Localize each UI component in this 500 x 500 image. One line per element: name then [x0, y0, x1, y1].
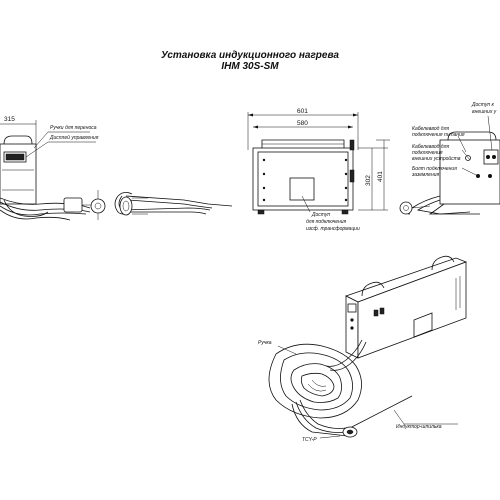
right-rear-view: Кабелеввод для подключения питания Кабел… [399, 102, 500, 215]
front-top-bolt [349, 139, 355, 151]
front-foot-left [257, 209, 265, 215]
label-inductor-iso: Индуктор-шпилька [396, 424, 442, 430]
front-view: 601 580 [247, 108, 390, 232]
label-ext-1: Кабелеввод для [412, 144, 449, 150]
front-side-bolt [349, 169, 355, 183]
rear-cable-end [399, 201, 413, 215]
unit-body-side [0, 143, 37, 205]
inductor-end-left [90, 198, 106, 214]
iso-inductor-coupling-core [346, 429, 354, 435]
label-ext-3: внешних устройств [412, 155, 461, 162]
cable-coil-end [119, 196, 133, 216]
label-access-1: Доступ [311, 212, 330, 218]
front-foot-right [341, 209, 349, 215]
label-ground-1: Болт подключения [412, 166, 457, 172]
label-access-right-1: Доступ к [471, 102, 494, 108]
isometric-view: Ручка Индуктор-шпилька TCY-P [258, 255, 468, 443]
display-screen [5, 153, 25, 161]
iso-connector-1 [373, 309, 379, 317]
drawing-model: IHM 30S-SM [221, 61, 279, 72]
iso-side-face [357, 261, 467, 359]
label-display: Дисплей управления [49, 134, 99, 141]
dim-height-overall: 401 [377, 171, 384, 182]
label-power-2: подключения питания [412, 132, 465, 138]
label-access-3: изсф. трансформации [306, 226, 360, 232]
label-access-2: для подключения [306, 219, 347, 225]
dim-width-body: 580 [297, 120, 308, 127]
label-ground-2: заземления [411, 172, 439, 178]
label-access-right-2: внешних у [472, 109, 497, 115]
dim-height-body: 302 [365, 175, 372, 186]
label-tcu-iso: TCY-P [302, 437, 317, 443]
handle-icon [3, 135, 33, 145]
access-plate [289, 177, 315, 201]
label-power-1: Кабелеввод для [412, 126, 449, 132]
rear-cable-end-inner [403, 205, 409, 211]
cable-coil-inner [122, 200, 130, 212]
dim-left-width: 315 [4, 116, 15, 123]
cable-run-view [114, 192, 233, 216]
unit-body-front [252, 147, 354, 211]
label-handles: Ручки для переноса [50, 125, 97, 131]
inductor-coupling-left [63, 197, 83, 213]
inductor-end-inner-left [94, 202, 102, 210]
label-ext-2: подключения [412, 150, 443, 156]
drawing-title: Установка индукционного нагрева [161, 50, 339, 61]
label-handle-iso: Ручка [258, 340, 272, 346]
dim-width-overall: 601 [297, 108, 308, 115]
left-side-view: 315 Ручки для пе [0, 116, 106, 221]
iso-connector-2 [379, 307, 385, 315]
